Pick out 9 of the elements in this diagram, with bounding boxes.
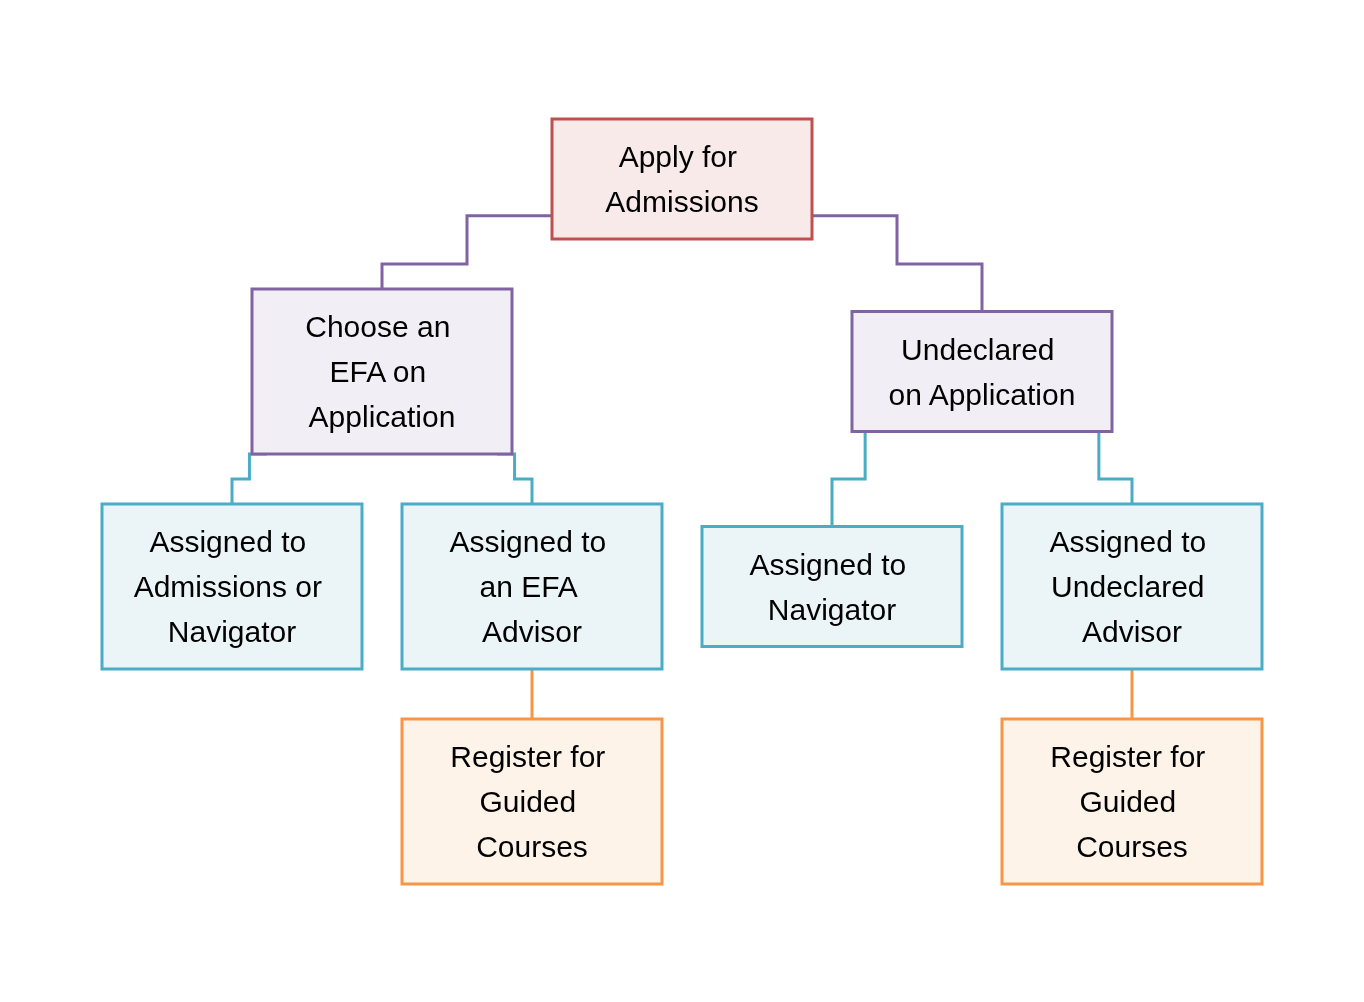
node-box: Assigned to an EFA Advisor — [400, 502, 664, 670]
node-box: Undeclared on Application — [850, 309, 1114, 433]
node-box: Assigned to Undeclared Advisor — [1000, 502, 1264, 670]
node-box: Assigned to Navigator — [700, 524, 964, 648]
node-box: Register for Guided Courses — [400, 717, 664, 885]
node-box: Assigned to Admissions or Navigator — [100, 502, 364, 670]
node-box: Apply for Admissions — [550, 117, 814, 240]
node-box: Choose an EFA on Application — [250, 287, 514, 455]
node-box: Register for Guided Courses — [1000, 717, 1264, 885]
